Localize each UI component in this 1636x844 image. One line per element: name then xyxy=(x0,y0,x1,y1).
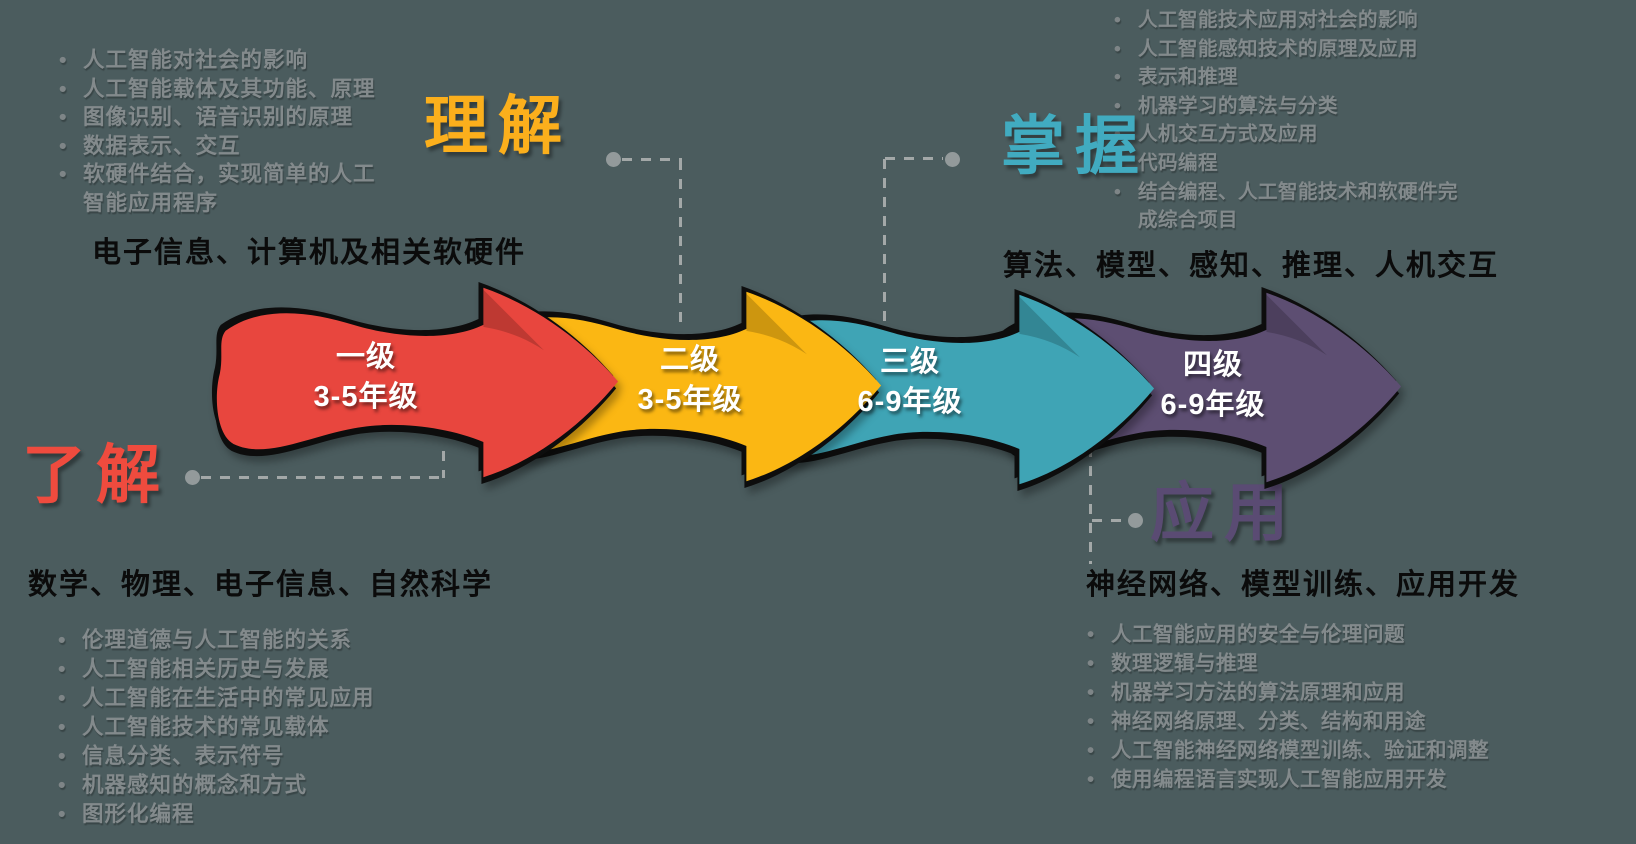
topic-item: 人工智能对社会的影响 xyxy=(57,46,387,75)
connector-dot-level-4 xyxy=(1128,513,1143,528)
topic-item: 人工智能感知技术的原理及应用 xyxy=(1112,35,1468,64)
topic-item: 数理逻辑与推理 xyxy=(1085,649,1515,678)
connector-h-level-1 xyxy=(201,476,444,479)
topic-item: 人工智能应用的安全与伦理问题 xyxy=(1085,620,1515,649)
topic-item: 人工智能神经网络模型训练、验证和调整 xyxy=(1085,736,1515,765)
keyword-level-4: 应用 xyxy=(1150,477,1298,549)
topic-item: 图像识别、语音识别的原理 xyxy=(57,103,387,132)
arrow-label-level-2: 二级 3-5年级 xyxy=(580,340,800,420)
topic-item: 神经网络原理、分类、结构和用途 xyxy=(1085,707,1515,736)
level-grade: 6-9年级 xyxy=(1160,389,1266,421)
level-name: 四级 xyxy=(1182,349,1243,381)
topics-level-3: 人工智能技术应用对社会的影响人工智能感知技术的原理及应用表示和推理机器学习的算法… xyxy=(1112,6,1468,235)
level-grade: 3-5年级 xyxy=(637,384,743,416)
connector-h-level-3 xyxy=(885,157,943,160)
topic-item: 数据表示、交互 xyxy=(57,132,387,161)
keyword-level-2: 理解 xyxy=(424,90,572,162)
focus-level-4: 神经网络、模型训练、应用开发 xyxy=(1086,569,1521,601)
topic-item: 人工智能载体及其功能、原理 xyxy=(57,75,387,104)
connector-dot-level-1 xyxy=(185,470,200,485)
connector-h-level-4 xyxy=(1092,519,1128,522)
topic-item: 人工智能在生活中的常见应用 xyxy=(56,684,486,713)
level-grade: 6-9年级 xyxy=(857,386,963,418)
connector-h-level-2 xyxy=(622,158,682,161)
topic-item: 信息分类、表示符号 xyxy=(56,742,486,771)
topic-item: 软硬件结合，实现简单的人工智能应用程序 xyxy=(57,160,387,217)
topic-item: 人工智能技术应用对社会的影响 xyxy=(1112,6,1468,35)
topics-level-2: 人工智能对社会的影响人工智能载体及其功能、原理图像识别、语音识别的原理数据表示、… xyxy=(57,46,387,218)
keyword-level-1: 了解 xyxy=(22,439,170,511)
arrow-label-level-4: 四级 6-9年级 xyxy=(1103,345,1323,425)
connector-v-level-2 xyxy=(679,160,682,323)
topics-level-4: 人工智能应用的安全与伦理问题数理逻辑与推理机器学习方法的算法原理和应用神经网络原… xyxy=(1085,620,1515,794)
topic-item: 人机交互方式及应用 xyxy=(1112,120,1468,149)
topic-item: 伦理道德与人工智能的关系 xyxy=(56,626,486,655)
connector-dot-level-2 xyxy=(606,152,621,167)
topic-item: 人工智能相关历史与发展 xyxy=(56,655,486,684)
topic-item: 结合编程、人工智能技术和软硬件完成综合项目 xyxy=(1112,178,1468,235)
topic-item: 机器学习方法的算法原理和应用 xyxy=(1085,678,1515,707)
focus-level-1: 数学、物理、电子信息、自然科学 xyxy=(28,569,494,601)
level-name: 一级 xyxy=(335,341,396,373)
connector-v-level-1 xyxy=(442,451,445,478)
arrow-label-level-1: 一级 3-5年级 xyxy=(256,337,476,417)
topic-item: 人工智能技术的常见载体 xyxy=(56,713,486,742)
topic-item: 使用编程语言实现人工智能应用开发 xyxy=(1085,765,1515,794)
connector-v-level-3 xyxy=(883,159,886,321)
focus-level-2: 电子信息、计算机及相关软硬件 xyxy=(92,237,527,269)
topic-item: 机器学习的算法与分类 xyxy=(1112,92,1468,121)
connector-v-level-4 xyxy=(1089,447,1092,564)
topic-item: 代码编程 xyxy=(1112,149,1468,178)
keyword-level-3: 掌握 xyxy=(1001,110,1149,182)
connector-dot-level-3 xyxy=(945,152,960,167)
topic-item: 表示和推理 xyxy=(1112,63,1468,92)
level-name: 三级 xyxy=(879,346,940,378)
topic-item: 机器感知的概念和方式 xyxy=(56,771,486,800)
level-grade: 3-5年级 xyxy=(313,381,419,413)
focus-level-3: 算法、模型、感知、推理、人机交互 xyxy=(1003,250,1500,282)
arrow-label-level-3: 三级 6-9年级 xyxy=(800,342,1020,422)
topics-level-1: 伦理道德与人工智能的关系人工智能相关历史与发展人工智能在生活中的常见应用人工智能… xyxy=(56,626,486,829)
level-name: 二级 xyxy=(659,344,720,376)
topic-item: 图形化编程 xyxy=(56,800,486,829)
